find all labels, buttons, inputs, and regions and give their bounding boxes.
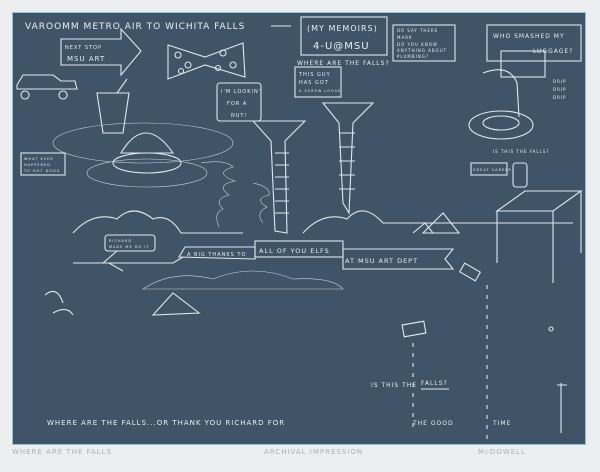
svg-text:FOR A: FOR A	[227, 101, 247, 107]
is-this-the-text: IS THIS THE	[371, 382, 417, 389]
time-text: TIME	[492, 420, 511, 427]
svg-text:A SCREW LOOSE: A SCREW LOOSE	[299, 89, 341, 93]
bubble-drip: DRIP DRIP DRIP	[553, 79, 566, 100]
car-sketch	[16, 74, 78, 100]
svg-text:LUGGAGE?: LUGGAGE?	[533, 48, 573, 55]
airplane-sketch	[73, 250, 184, 272]
lower-clouds	[44, 270, 344, 316]
svg-text:DRIP: DRIP	[553, 95, 566, 100]
arrow-sign: NEXT STOP MSU ART	[60, 27, 142, 77]
is-this-falls-small: IS THIS THE FALLS?	[493, 149, 549, 154]
svg-text:HAPPENED: HAPPENED	[24, 163, 51, 167]
svg-text:(MY MEMOIRS): (MY MEMOIRS)	[307, 24, 378, 33]
print-plate: VAROOMM METRO AIR TO WICHITA FALLS NEXT …	[12, 12, 586, 445]
svg-text:DRIP: DRIP	[553, 79, 566, 84]
falls-question-text: FALLS?	[421, 380, 448, 387]
toilet-sketch	[468, 50, 546, 140]
the-good-text: THE GOOD	[412, 420, 454, 427]
svg-text:WHAT EVER: WHAT EVER	[24, 157, 54, 161]
bubble-mark: OR SAY THERE MARK DO YOU KNOW ANYTHING A…	[392, 24, 456, 62]
title-text: VAROOMM METRO AIR TO WICHITA FALLS	[25, 22, 245, 32]
svg-text:DRIP: DRIP	[553, 87, 566, 92]
svg-text:RICHARD: RICHARD	[109, 239, 132, 243]
bubble-richard: RICHARD MADE ME DO IT	[104, 234, 156, 252]
bubble-great: GREAT CAREER	[470, 162, 512, 176]
svg-text:PLUMBING?: PLUMBING?	[397, 54, 429, 59]
bubble-dogs: WHAT EVER HAPPENED TO HOT DOGS	[20, 152, 66, 176]
svg-text:ANYTHING ABOUT: ANYTHING ABOUT	[397, 48, 447, 53]
screw-sketches	[251, 102, 375, 234]
svg-text:MSU ART: MSU ART	[67, 55, 105, 63]
svg-text:OR SAY THERE: OR SAY THERE	[397, 28, 438, 33]
svg-text:A BIG THANKS TO: A BIG THANKS TO	[187, 252, 246, 258]
svg-text:THIS GUY: THIS GUY	[298, 72, 331, 78]
bubble-luggage: WHO SMASHED MY LUGGAGE?	[486, 24, 582, 62]
svg-text:AT MSU ART DEPT: AT MSU ART DEPT	[345, 257, 418, 265]
svg-text:WHO SMASHED MY: WHO SMASHED MY	[493, 33, 565, 40]
memoirs-box: (MY MEMOIRS) 4-U@MSU	[300, 16, 388, 56]
bubble-nut: I'M LOOKIN' FOR A NUT!	[216, 82, 262, 122]
svg-text:MARK: MARK	[397, 35, 413, 40]
tornado-sketches	[200, 161, 270, 228]
svg-text:NUT!: NUT!	[231, 113, 247, 119]
svg-text:NEXT STOP: NEXT STOP	[65, 45, 102, 51]
caption-signature: McDOWELL	[478, 448, 526, 456]
ground-line	[72, 210, 573, 234]
bowtie-sketch	[167, 42, 246, 80]
svg-text:HAS GOT: HAS GOT	[299, 80, 329, 86]
svg-text:I'M LOOKIN': I'M LOOKIN'	[221, 89, 261, 95]
where-falls-text: WHERE ARE THE FALLS?	[297, 60, 390, 67]
bubble-screw: THIS GUY HAS GOT A SCREW LOOSE	[294, 66, 342, 98]
svg-text:DO YOU KNOW: DO YOU KNOW	[397, 42, 438, 47]
svg-text:ALL OF YOU ELFS: ALL OF YOU ELFS	[259, 247, 330, 255]
falling-cans	[401, 262, 567, 443]
caption-edition: ARCHIVAL IMPRESSION	[264, 448, 364, 456]
svg-text:TO HOT DOGS: TO HOT DOGS	[23, 169, 60, 173]
svg-text:MADE ME DO IT: MADE ME DO IT	[109, 245, 150, 249]
svg-text:4-U@MSU: 4-U@MSU	[313, 41, 370, 52]
burger-sketch	[52, 78, 234, 188]
svg-text:GREAT CAREER: GREAT CAREER	[473, 168, 512, 172]
caption-title: WHERE ARE THE FALLS	[12, 448, 113, 456]
table-sketch	[495, 162, 583, 283]
etching-drawing: VAROOMM METRO AIR TO WICHITA FALLS NEXT …	[16, 16, 583, 443]
bottom-line-text: WHERE ARE THE FALLS...OR THANK YOU RICHA…	[47, 419, 285, 427]
thanks-banner: A BIG THANKS TO ALL OF YOU ELFS AT MSU A…	[178, 240, 455, 270]
